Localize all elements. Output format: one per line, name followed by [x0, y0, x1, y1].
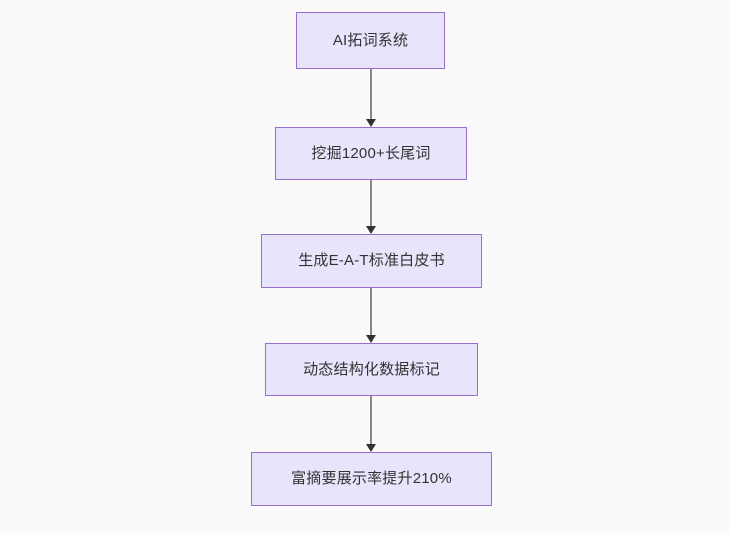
node-label: AI拓词系统	[332, 31, 409, 49]
arrow-head-icon	[366, 335, 376, 343]
flowchart-node-rich-snippet-impression-lift[interactable]: 富摘要展示率提升210%	[251, 452, 492, 506]
arrow-line	[370, 396, 372, 444]
arrow-head-icon	[366, 226, 376, 234]
arrow-line	[370, 69, 372, 119]
node-label: 动态结构化数据标记	[303, 360, 440, 378]
arrow-head-icon	[366, 444, 376, 452]
flowchart-node-ai-keyword-system[interactable]: AI拓词系统	[296, 12, 445, 69]
node-label: 富摘要展示率提升210%	[291, 470, 452, 487]
flowchart-node-dynamic-structured-data-markup[interactable]: 动态结构化数据标记	[265, 343, 478, 396]
flowchart-node-mine-longtail-keywords[interactable]: 挖掘1200+长尾词	[275, 127, 467, 180]
arrow-head-icon	[366, 119, 376, 127]
flowchart-node-generate-eat-whitepaper[interactable]: 生成E-A-T标准白皮书	[261, 234, 482, 288]
node-label: 挖掘1200+长尾词	[311, 144, 431, 162]
arrow-line	[370, 288, 372, 335]
node-label: 生成E-A-T标准白皮书	[298, 252, 445, 269]
arrow-line	[370, 180, 372, 226]
